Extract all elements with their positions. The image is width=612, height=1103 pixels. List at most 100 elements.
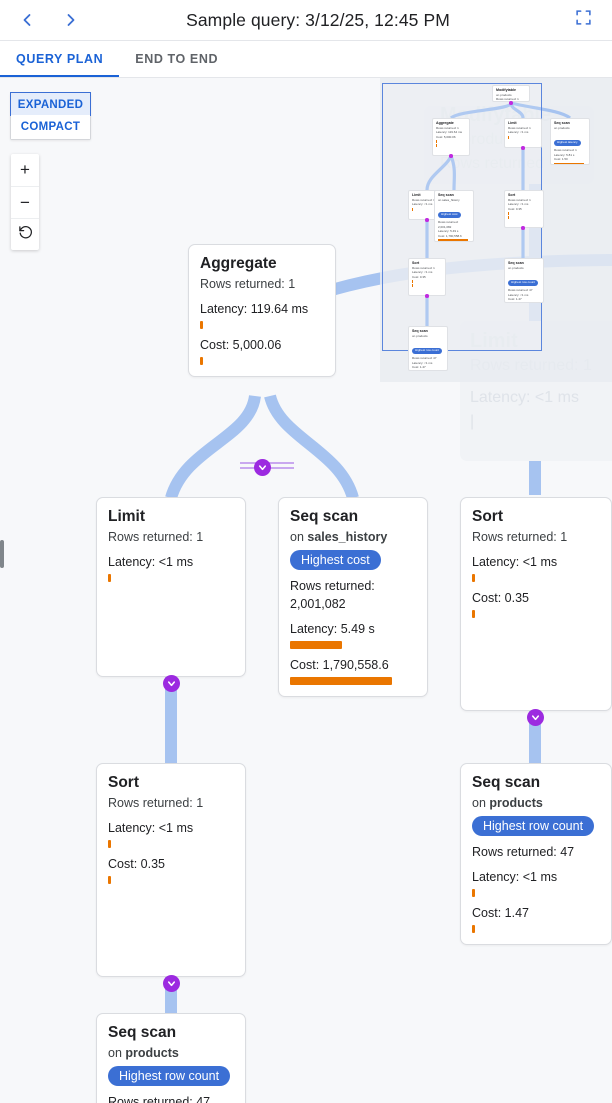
chevron-down-icon [530,712,541,723]
mode-expanded-button[interactable]: EXPANDED [10,92,91,116]
minimap-node-line: Rows returned: 47 [508,288,533,293]
minimap-node-line: Rows returned: 1 [508,198,531,202]
minimap-node-line: Latency: <1 ms [412,360,433,365]
plan-node-seqscan-sales-history[interactable]: Seq scan on sales_history Highest cost R… [278,497,428,697]
plan-node-aggregate[interactable]: Aggregate Rows returned: 1 Latency: 119.… [188,244,336,377]
plan-node-seqscan-products-bottom[interactable]: Seq scan on products Highest row count R… [96,1013,246,1103]
minimap-node-title: Seq scan [412,329,428,333]
minimap-node-relation: on products [508,266,524,270]
chevron-down-icon [257,462,268,473]
back-button[interactable] [10,3,44,37]
node-latency: Latency: <1 ms [472,555,558,569]
reset-view-button[interactable] [11,218,39,250]
node-rows: Rows returned: 2,001,082 [290,579,375,611]
minimap-metric-bar [508,135,510,139]
collapse-handle-sort-lower[interactable] [163,975,180,992]
minimap-node-badge: Highest latency [554,140,581,146]
fullscreen-button[interactable] [566,3,600,37]
minimap-node-title: Seq scan [508,261,524,265]
minimap-node-title: Sort [412,261,420,265]
node-relation: on sales_history [290,528,416,546]
plan-node-seqscan-products-right[interactable]: Seq scan on products Highest row count R… [460,763,612,945]
relation-name: products [125,1046,179,1060]
minimap-metric-bar [412,284,414,288]
minimap-node-relation: on products [554,126,570,130]
node-latency: Latency: <1 ms [108,555,194,569]
node-title: Limit [108,508,146,525]
zoom-out-button[interactable]: − [11,186,39,218]
display-mode-toggle[interactable]: EXPANDED COMPACT [10,92,91,140]
node-rows: Rows returned: 1 [108,530,204,544]
app-header: Sample query: 3/12/25, 12:45 PM [0,0,612,41]
latency-bar [290,641,342,649]
chevron-down-icon [166,678,177,689]
cost-bar [290,677,392,685]
canvas-scroll-handle[interactable] [0,540,4,568]
latency-bar [200,321,203,329]
plan-node-sort-lower[interactable]: Sort Rows returned: 1 Latency: <1 ms Cos… [96,763,246,977]
node-latency: Latency: <1 ms [108,821,194,835]
minimap-node-line: Cost: 1,790,558.6 [438,233,462,238]
minimap-metric-bar [436,140,438,144]
mode-compact-button[interactable]: COMPACT [11,115,90,139]
relation-prefix: on [290,530,304,544]
latency-bar [108,840,111,848]
collapse-handle-sort-middle[interactable] [527,709,544,726]
zoom-controls[interactable]: + − [11,154,39,250]
minimap-node-badge: Highest row count [508,280,539,286]
minimap-metric-bar [508,212,510,216]
cost-bar [200,357,203,365]
minimap-collapse-dot [425,218,429,222]
minimap-metric-bar [412,280,414,284]
node-latency: Latency: 5.49 s [290,622,375,636]
node-cost: Cost: 1.47 [472,906,529,920]
page-title: Sample query: 3/12/25, 12:45 PM [186,9,450,30]
plan-node-sort-middle[interactable]: Sort Rows returned: 1 Latency: <1 ms Cos… [460,497,612,711]
node-rows: Rows returned: 1 [200,277,296,291]
collapse-handle-limit[interactable] [163,675,180,692]
minimap-node-relation: on products [412,334,428,338]
latency-bar [472,574,475,582]
minimap-node-title: Sort [508,193,516,197]
cost-bar [472,610,475,618]
status-badge-highest-row-count: Highest row count [472,816,595,836]
minimap-collapse-dot [509,101,513,105]
minimap-node-line: Latency: <1 ms [412,202,433,207]
cost-bar [108,876,111,884]
node-title: Seq scan [108,1024,177,1041]
minimap-metric-bar [438,239,468,241]
chevron-down-icon [166,978,177,989]
zoom-in-button[interactable]: + [20,160,30,179]
minimap-node-title: Seq scan [438,193,454,197]
node-title: Aggregate [200,255,277,272]
node-cost: Cost: 0.35 [108,857,165,871]
status-badge-highest-cost: Highest cost [290,550,381,570]
minimap-metric-bar [508,216,510,220]
tab-query-plan[interactable]: QUERY PLAN [0,41,120,77]
fullscreen-icon [575,9,592,31]
minimap-node-line: Cost: 1.47 [508,297,522,302]
node-title: Seq scan [472,774,541,791]
status-badge-highest-row-count: Highest row count [108,1066,231,1086]
minimap-node-line: Latency: <1 ms [412,270,433,275]
plan-canvas[interactable]: Modifytable on products Rows returned Li… [0,78,612,1103]
tab-end-to-end[interactable]: END TO END [135,52,219,66]
minimap-node-line: Cost: 5,000.06 [436,134,456,139]
node-latency: Latency: <1 ms [472,870,558,884]
minimap-node-line: Rows returned: 1 [412,266,435,270]
collapse-handle-aggregate[interactable] [254,459,271,476]
node-relation: on products [108,1044,234,1062]
relation-name: products [489,796,543,810]
forward-button[interactable] [54,3,88,37]
node-title: Seq scan [290,508,359,525]
minimap-node-line: Rows returned: 1 [412,198,435,202]
relation-prefix: on [108,1046,122,1060]
plan-node-limit[interactable]: Limit Rows returned: 1 Latency: <1 ms [96,497,246,677]
relation-prefix: on [472,796,486,810]
